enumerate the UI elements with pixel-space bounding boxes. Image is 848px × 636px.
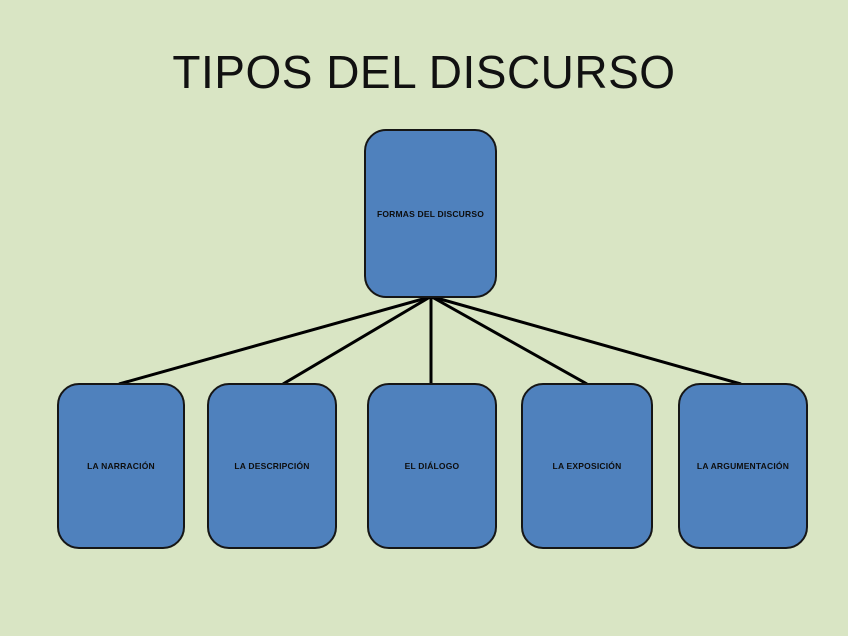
node-formas-del-discurso: FORMAS DEL DISCURSO [364, 129, 497, 298]
node-label: LA ARGUMENTACIÓN [696, 461, 790, 471]
node-la-argumentacion: LA ARGUMENTACIÓN [678, 383, 808, 549]
slide-title: TIPOS DEL DISCURSO [172, 46, 676, 98]
node-la-descripcion: LA DESCRIPCIÓN [207, 383, 337, 549]
connector-root-to-narracion [118, 295, 431, 386]
node-la-exposicion: LA EXPOSICIÓN [521, 383, 653, 549]
node-el-dialogo: EL DIÁLOGO [367, 383, 497, 549]
node-label: EL DIÁLOGO [404, 461, 460, 471]
node-label: LA NARRACIÓN [87, 461, 155, 471]
node-label: LA EXPOSICIÓN [552, 461, 622, 471]
connector-root-to-descripcion [282, 295, 431, 386]
connector-root-to-exposicion [431, 295, 588, 386]
node-label: LA DESCRIPCIÓN [234, 461, 310, 471]
node-la-narracion: LA NARRACIÓN [57, 383, 185, 549]
node-label: FORMAS DEL DISCURSO [376, 208, 485, 219]
connector-root-to-argumentacion [432, 295, 742, 386]
